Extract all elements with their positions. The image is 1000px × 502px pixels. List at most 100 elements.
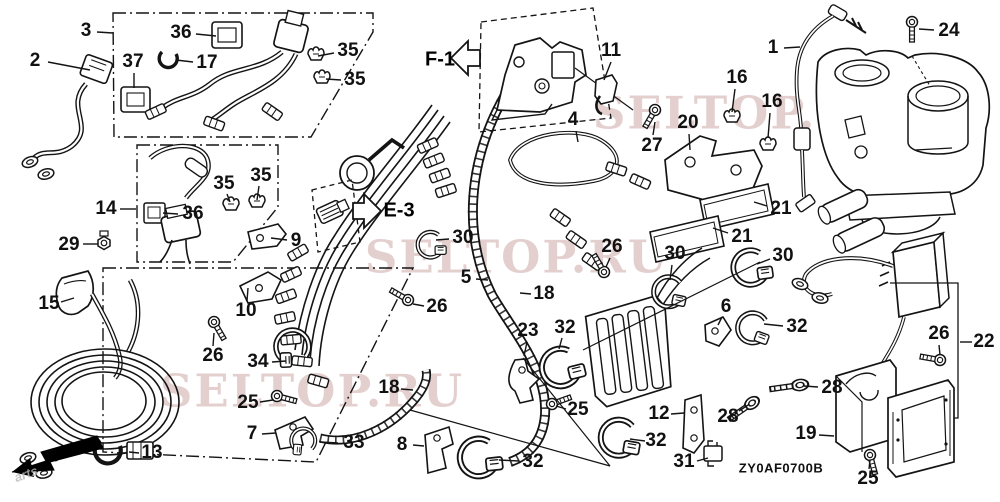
part-callout-25: 25	[857, 468, 879, 489]
part-callout-37: 37	[122, 51, 144, 72]
front-direction-arrow	[11, 435, 104, 477]
leader-line-25	[868, 459, 871, 470]
group-box-remote-harness	[112, 9, 374, 138]
leader-line-25	[555, 405, 567, 410]
view-ref-f1	[449, 7, 634, 133]
leader-line-17	[175, 59, 194, 63]
part-callout-36: 36	[170, 22, 192, 43]
leader-line-34	[271, 360, 287, 363]
leader-line-26	[938, 344, 941, 356]
diagram-code: ZY0AF0700B	[738, 460, 824, 476]
part-callout-11: 11	[600, 40, 622, 61]
leader-line-18	[400, 388, 414, 391]
part-callout-36: 36	[182, 203, 204, 224]
part-throttle-cable	[793, 4, 867, 213]
view-ref-label-e3: E-3	[383, 199, 415, 222]
leader-line-32	[558, 337, 563, 350]
leader-line-33	[319, 441, 339, 444]
part-callout-31: 31	[673, 451, 695, 472]
part-callout-33: 33	[343, 432, 365, 453]
leader-line-27	[652, 121, 656, 136]
part-callout-9: 9	[290, 230, 302, 251]
part-callout-7: 7	[246, 423, 258, 444]
leader-line-4	[575, 130, 579, 143]
leader-line-28	[738, 404, 749, 412]
group-box-coil-kit	[136, 143, 279, 265]
part-callout-14: 14	[95, 198, 117, 219]
part-callout-34: 34	[247, 351, 269, 372]
part-callout-24: 24	[938, 20, 960, 41]
part-callout-4: 4	[567, 109, 579, 130]
leader-line-36	[195, 33, 217, 37]
part-callout-3: 3	[80, 20, 92, 41]
leader-line-32	[629, 438, 646, 442]
part-callout-12: 12	[648, 403, 670, 424]
part-callout-32: 32	[554, 317, 576, 338]
part-callout-19: 19	[795, 423, 817, 444]
part-callout-8: 8	[396, 434, 408, 455]
part-callout-28: 28	[821, 377, 843, 398]
part-callout-16: 16	[761, 91, 783, 112]
part-callout-10: 10	[235, 300, 257, 321]
leader-line-9	[270, 237, 288, 241]
part-callout-21: 21	[731, 226, 753, 247]
leader-line-31	[696, 457, 709, 462]
part-case-covers	[835, 359, 955, 478]
part-callout-35: 35	[250, 165, 272, 186]
leader-line-16	[731, 88, 736, 113]
leader-line-35	[317, 52, 335, 57]
part-callout-5: 5	[460, 267, 472, 288]
part-corrugated-tube	[318, 92, 551, 467]
leader-line-24	[918, 28, 935, 31]
part-callout-27: 27	[641, 135, 663, 156]
leader-line-19	[818, 434, 835, 437]
part-callout-25: 25	[237, 392, 259, 413]
part-callout-13: 13	[141, 442, 163, 463]
leader-line-2	[47, 61, 91, 71]
part-callout-35: 35	[213, 173, 235, 194]
part-callout-15: 15	[38, 293, 60, 314]
leader-line-5	[475, 278, 489, 281]
part-small-brackets	[238, 223, 732, 475]
leader-line-11	[603, 61, 612, 81]
part-stator-stack	[548, 207, 711, 408]
leader-line-1	[783, 46, 801, 49]
leader-line-26	[212, 332, 215, 347]
leader-line-7	[261, 432, 277, 435]
watermark-2: SELTOP.RU	[364, 230, 670, 284]
leader-line-30	[756, 258, 771, 265]
part-clamps	[275, 232, 775, 478]
grouping-lines	[409, 261, 761, 467]
leader-line-25	[259, 399, 274, 403]
leader-line-21	[712, 227, 729, 234]
part-callout-21: 21	[770, 198, 792, 219]
part-callout-29: 29	[58, 234, 80, 255]
leader-line-26	[605, 257, 611, 268]
part-callout-6: 6	[720, 296, 732, 317]
part-callout-23: 23	[517, 320, 539, 341]
part-bracket-and-plates	[649, 108, 777, 263]
leader-line-3	[96, 31, 114, 34]
part-callout-18: 18	[378, 377, 400, 398]
part-callout-35: 35	[337, 40, 359, 61]
leader-line-28	[803, 385, 819, 388]
part-battery-terminal-lead	[20, 53, 114, 182]
part-latch-and-lead	[508, 74, 652, 191]
view-ref-e3	[311, 179, 383, 253]
leader-line-13	[128, 451, 140, 454]
part-callout-28: 28	[717, 406, 739, 427]
part-callout-32: 32	[522, 451, 544, 472]
part-callout-20: 20	[677, 112, 699, 133]
part-callout-16: 16	[726, 67, 748, 88]
leader-line-15	[60, 297, 75, 303]
leader-line-26	[412, 303, 425, 307]
part-callout-2: 2	[29, 50, 41, 71]
leader-line-30	[669, 264, 673, 281]
leader-line-21	[753, 201, 768, 207]
leader-line-12	[670, 412, 685, 415]
part-callout-1: 1	[767, 37, 779, 58]
part-callout-32: 32	[786, 316, 808, 337]
